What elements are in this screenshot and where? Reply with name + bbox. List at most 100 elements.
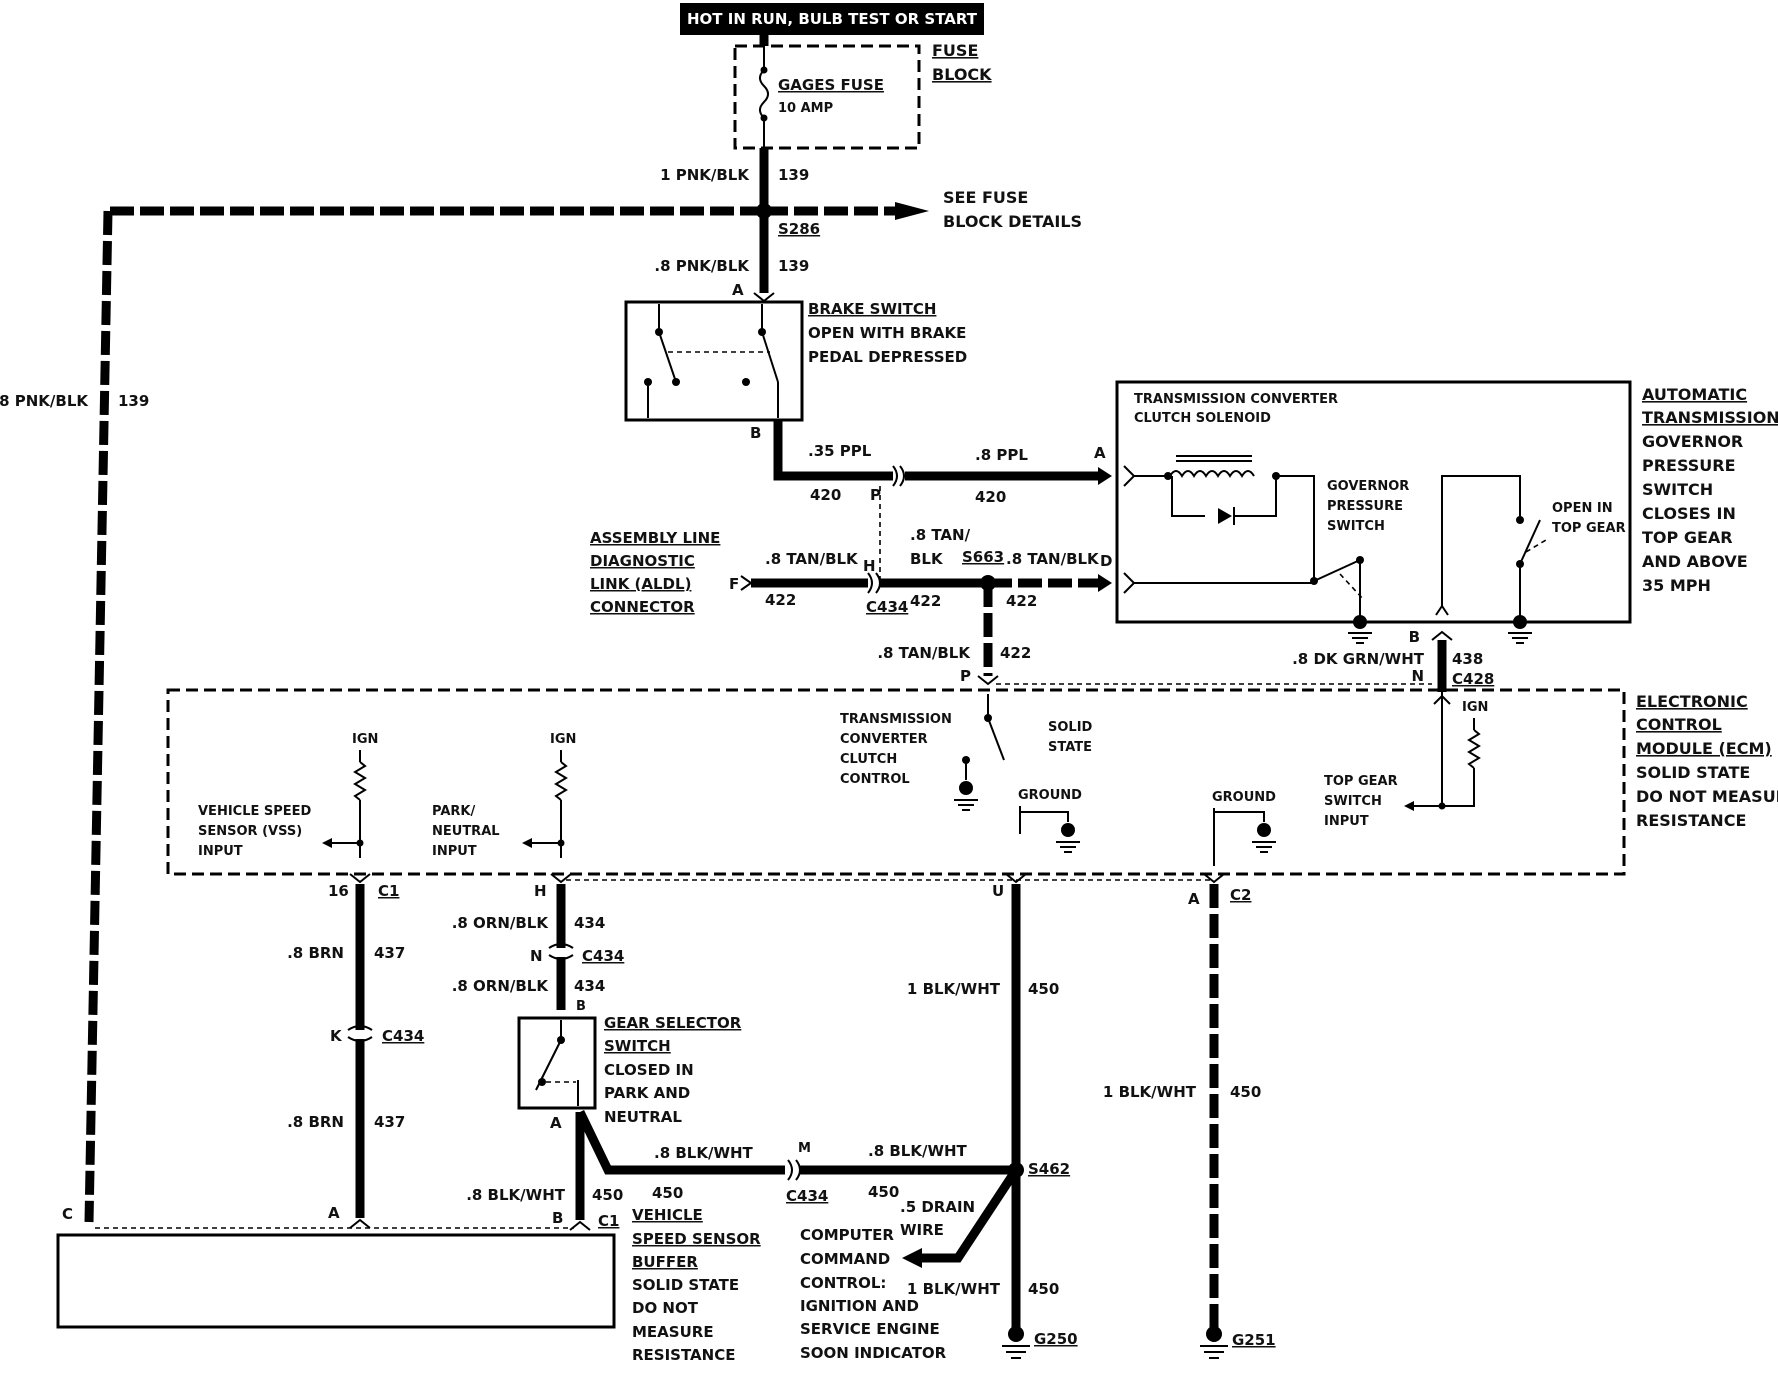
splice-s286-label: S286 (778, 220, 820, 238)
open-title-2: TOP GEAR (1552, 521, 1626, 536)
ppl-gauge-1: .35 PPL (808, 442, 872, 460)
wire-139-left-down (84, 210, 113, 1223)
ecm-title-3: SOLID STATE (1636, 763, 1750, 782)
gear-title-5: NEUTRAL (604, 1108, 682, 1126)
connector-chevron-icon (1435, 604, 1449, 616)
trans-title-1: TRANSMISSION (1642, 408, 1778, 427)
power-label: HOT IN RUN, BULB TEST OR START (687, 10, 978, 28)
brn-gauge-1: .8 BRN (287, 944, 344, 962)
gear-title-2: SWITCH (604, 1037, 671, 1055)
open-title-1: OPEN IN (1552, 501, 1613, 516)
fuse-icon (759, 69, 769, 119)
brake-pin-b: B (750, 424, 761, 442)
solid-state-1: SOLID (1048, 720, 1093, 735)
tcc-4: CONTROL (840, 772, 910, 787)
brn-pin-k: K (330, 1027, 343, 1045)
solenoid-coil-icon (1169, 470, 1255, 478)
ground-icon (1002, 1345, 1030, 1359)
connector-chevron-icon (349, 873, 371, 884)
aldl-gauge-2a: .8 TAN/ (910, 526, 971, 544)
vss-input-3: INPUT (198, 844, 243, 859)
aldl-title-1: ASSEMBLY LINE (590, 529, 720, 547)
trans-circuit: 438 (1452, 650, 1483, 668)
vss-buffer-4: DO NOT (632, 1299, 699, 1317)
aldl-circuit-3: 422 (1006, 592, 1037, 610)
orn-pin-b: B (576, 999, 586, 1014)
fuse-name: GAGES FUSE (778, 76, 884, 94)
connector-chevron-icon (1123, 465, 1136, 487)
ccc-2: CONTROL: (800, 1274, 886, 1292)
gnd-circuit-1: 450 (592, 1186, 623, 1204)
gnd-gauge-2: .8 BLK/WHT (654, 1144, 754, 1162)
trans-pin-n: N (1411, 667, 1424, 685)
brake-contact-left-2 (644, 378, 652, 386)
ccc-3: IGNITION AND (800, 1297, 919, 1315)
connector-chevron-icon (569, 1220, 591, 1231)
ecm-ign-2: IGN (550, 732, 576, 747)
aldl-circuit-1: 422 (765, 591, 796, 609)
ecm-title-1: CONTROL (1636, 715, 1722, 734)
brake-blade-right (761, 331, 779, 383)
connector-chevron-icon (1123, 572, 1136, 594)
fuse-wire-gauge: 1 PNK/BLK (660, 166, 750, 184)
ecm-title-2: MODULE (ECM) (1636, 739, 1772, 758)
ground-icon (1508, 632, 1532, 644)
brake-title-1: BRAKE SWITCH (808, 300, 936, 318)
resistor-icon (1467, 729, 1481, 769)
arrow-left-icon (1404, 801, 1414, 811)
brake-pin-a: A (732, 281, 744, 299)
arrow-left-icon (902, 1248, 922, 1268)
ground-terminal (1513, 615, 1527, 629)
aldl-pin-h: H (863, 557, 876, 575)
aldl-title-4: CONNECTOR (590, 598, 695, 616)
ppl-circuit-1: 420 (810, 486, 841, 504)
brake-title-2: OPEN WITH BRAKE (808, 324, 966, 342)
ecm-title-4: DO NOT MEASURE (1636, 787, 1778, 806)
aldl-title-3: LINK (ALDL) (590, 575, 691, 593)
gnd-gauge-1: .8 BLK/WHT (466, 1186, 566, 1204)
fuse-terminal-top (760, 66, 768, 74)
ppl-pin-p: P (870, 486, 881, 504)
ccc-1: COMMAND (800, 1250, 890, 1268)
gnd-low-gauge: 1 BLK/WHT (907, 1280, 1001, 1298)
ccc-0: COMPUTER (800, 1226, 894, 1244)
gnd-pin-b: B (552, 1209, 563, 1227)
ground-terminal (1353, 615, 1367, 629)
brn-connector: C434 (382, 1027, 424, 1045)
orn-pin-n: N (530, 947, 543, 965)
trans-title-6: TOP GEAR (1642, 528, 1733, 547)
ecm-pin-a: A (1188, 890, 1200, 908)
ground-icon (1348, 632, 1372, 644)
gear-pin-a: A (550, 1114, 562, 1132)
ecm-pin-16: 16 (328, 882, 349, 900)
top-gear-blade (1519, 519, 1541, 565)
pn-input-2: NEUTRAL (432, 824, 500, 839)
ccc-5: SOON INDICATOR (800, 1344, 947, 1362)
ccc-4: SERVICE ENGINE (800, 1320, 940, 1338)
ground-terminal (1257, 823, 1271, 837)
fuse-wire-circuit: 139 (778, 166, 809, 184)
aldl-down-gauge: .8 TAN/BLK (877, 644, 971, 662)
solenoid-to-gov (1276, 475, 1315, 580)
aldl-gauge-3: .8 TAN/BLK (1006, 550, 1100, 568)
ground-icon (1200, 1345, 1228, 1359)
wire-450-gear (575, 1110, 785, 1175)
vss-buffer-1: SPEED SENSOR (632, 1230, 761, 1248)
fuse-block-title-1: FUSE (932, 41, 978, 60)
fuse-details-2: BLOCK DETAILS (943, 212, 1082, 231)
ecm-pin-h: H (534, 882, 547, 900)
splice-s663-label: S663 (962, 548, 1004, 566)
left-feed-pin-c: C (62, 1205, 73, 1223)
pn-input-1: PARK/ (432, 804, 475, 819)
arrow-right-icon (895, 202, 929, 220)
fuse-block-title-2: BLOCK (932, 65, 992, 84)
trans-title-4: SWITCH (1642, 480, 1713, 499)
tcc-2: CONVERTER (840, 732, 928, 747)
vss-input-1: VEHICLE SPEED (198, 804, 312, 819)
ppl-gauge-2: .8 PPL (975, 446, 1028, 464)
brake-pivot-right (758, 328, 766, 336)
top-gear-input-2: SWITCH (1324, 794, 1382, 809)
gear-title-3: CLOSED IN (604, 1061, 694, 1079)
connector-chevron-icon (977, 675, 999, 686)
brn-pin-a: A (328, 1204, 340, 1222)
